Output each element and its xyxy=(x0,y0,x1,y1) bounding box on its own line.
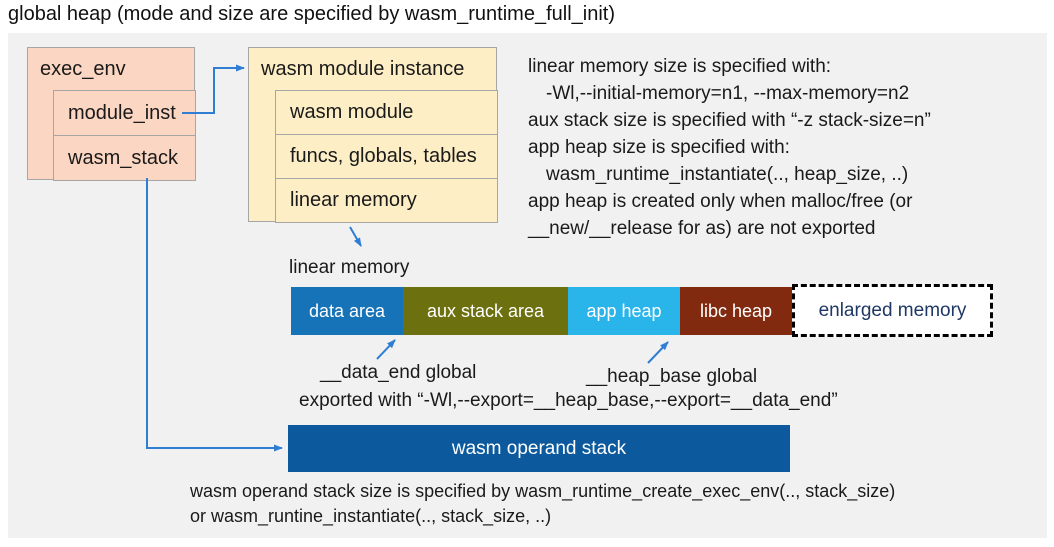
exec-env-box: exec_env module_inst wasm_stack xyxy=(27,47,196,181)
linear-memory-label: linear memory xyxy=(289,257,410,278)
note-line: or wasm_runtine_instantiate(.., stack_si… xyxy=(190,506,552,526)
page-title: global heap (mode and size are specified… xyxy=(8,3,615,25)
instance-field-wasm-module: wasm module xyxy=(275,90,498,135)
note-line: app heap is created only when malloc/fre… xyxy=(528,191,913,212)
note-line: linear memory size is specified with: xyxy=(528,56,832,77)
segment-libc-heap: libc heap xyxy=(680,287,792,335)
heap-base-global-label: __heap_base global xyxy=(586,366,758,387)
exec-env-title: exec_env xyxy=(40,58,126,80)
note-line: __new/__release for as) are not exported xyxy=(528,218,876,239)
note-line: app heap size is specified with: xyxy=(528,137,790,158)
data-end-global-label: __data_end global xyxy=(320,362,477,383)
note-line: aux stack size is specified with “-z sta… xyxy=(528,110,931,131)
wasm-module-instance-box: wasm module instance wasm module funcs, … xyxy=(248,47,498,223)
segment-enlarged-memory: enlarged memory xyxy=(792,284,993,337)
exported-with-label: exported with “-Wl,--export=__heap_base,… xyxy=(299,390,838,411)
note-line: wasm operand stack size is specified by … xyxy=(190,481,896,501)
segment-aux-stack-area: aux stack area xyxy=(403,287,568,335)
instance-field-funcs-globals-tables: funcs, globals, tables xyxy=(275,134,498,179)
exec-env-field-module-inst: module_inst xyxy=(53,90,196,136)
note-line: wasm_runtime_instantiate(.., heap_size, … xyxy=(546,164,909,185)
wasm-module-instance-title: wasm module instance xyxy=(261,58,465,80)
operand-stack-notes: wasm operand stack size is specified by … xyxy=(190,479,895,529)
exec-env-field-wasm-stack: wasm_stack xyxy=(53,135,196,181)
size-notes: linear memory size is specified with: -W… xyxy=(528,53,1040,242)
instance-field-linear-memory: linear memory xyxy=(275,178,498,223)
wasm-operand-stack-box: wasm operand stack xyxy=(288,425,790,472)
segment-data-area: data area xyxy=(291,287,403,335)
segment-app-heap: app heap xyxy=(568,287,680,335)
note-line: -Wl,--initial-memory=n1, --max-memory=n2 xyxy=(546,83,910,104)
